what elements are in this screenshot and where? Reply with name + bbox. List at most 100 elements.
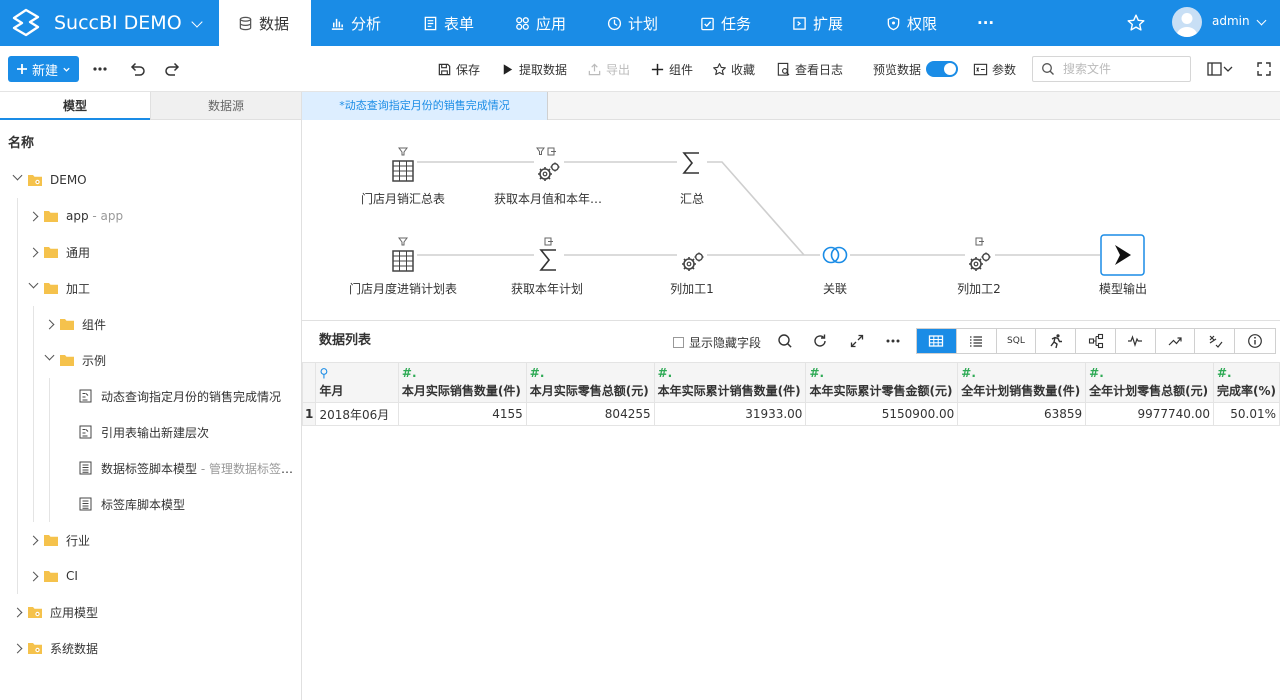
layout-icon[interactable] [1205, 59, 1225, 79]
layout-chevron-down-icon[interactable] [1222, 59, 1234, 79]
tree-item[interactable]: DEMO [0, 162, 301, 198]
gear-icon[interactable] [678, 237, 708, 275]
column-header[interactable]: #.全年计划销售数量(件) [957, 362, 1087, 403]
table-cell[interactable]: 2018年06月 [315, 402, 399, 426]
trend-button[interactable] [1156, 329, 1196, 353]
favorite-button[interactable]: 收藏 [712, 46, 755, 92]
table-cell[interactable]: 4155 [397, 402, 527, 426]
refresh-icon[interactable] [811, 332, 829, 350]
username[interactable]: admin [1212, 14, 1250, 28]
table-icon[interactable] [391, 237, 415, 275]
structure-button[interactable] [1076, 329, 1116, 353]
nav-data[interactable]: 数据 [219, 0, 311, 46]
join-icon[interactable] [821, 244, 849, 266]
search-box[interactable] [1032, 56, 1191, 82]
chevron-right-icon[interactable] [28, 571, 39, 582]
table-cell[interactable]: 31933.00 [653, 402, 807, 426]
column-header[interactable]: #.本月实际零售总额(元) [525, 362, 655, 403]
save-button[interactable]: 保存 [437, 46, 480, 92]
flow-node-label[interactable]: 模型输出 [1098, 282, 1147, 296]
chevron-down-icon[interactable] [12, 170, 23, 181]
profile-button[interactable] [1116, 329, 1156, 353]
tree-item[interactable]: 通用 [0, 234, 301, 270]
chevron-right-icon[interactable] [28, 211, 39, 222]
nav-apps[interactable]: 应用 [515, 0, 566, 46]
export-button[interactable]: 导出 [587, 46, 630, 92]
tree-item[interactable]: CI [0, 558, 301, 594]
preview-data-toggle[interactable] [926, 61, 958, 77]
column-header[interactable]: #.本月实际销售数量(件) [397, 362, 527, 403]
sigma-icon[interactable] [680, 150, 704, 176]
flow-node-label[interactable]: 关联 [822, 282, 847, 296]
tree-item[interactable]: app - app [0, 198, 301, 234]
sigma-icon[interactable] [536, 237, 562, 275]
chevron-down-icon[interactable] [44, 350, 55, 361]
expand-icon[interactable] [848, 332, 866, 350]
column-header[interactable]: #.全年计划零售总额(元) [1085, 362, 1214, 403]
flow-node-label[interactable]: 列加工1 [670, 282, 714, 296]
tree-item[interactable]: 引用表输出新建层次 [0, 414, 301, 450]
avatar[interactable] [1172, 7, 1202, 37]
field-list-button[interactable] [957, 329, 997, 353]
new-button[interactable]: 新建 [8, 56, 79, 82]
chevron-right-icon[interactable] [12, 643, 23, 654]
tree-item[interactable]: 动态查询指定月份的销售完成情况 [0, 378, 301, 414]
table-cell[interactable]: 63859 [957, 402, 1087, 426]
params-button[interactable]: 参数 [973, 46, 1016, 92]
more-icon[interactable] [90, 59, 110, 79]
show-hidden-fields-checkbox[interactable]: 显示隐藏字段 [673, 334, 761, 351]
fullscreen-icon[interactable] [1254, 59, 1274, 79]
column-header[interactable]: #.本年实际累计零售金额(元) [805, 362, 959, 403]
table-icon[interactable] [391, 147, 415, 185]
nav-form[interactable]: 表单 [423, 0, 474, 46]
column-header[interactable]: ⚲年月 [315, 362, 399, 403]
search-input[interactable] [1063, 62, 1183, 76]
app-brand[interactable]: SuccBI DEMO [54, 12, 182, 34]
star-icon[interactable] [1126, 13, 1146, 33]
chevron-right-icon[interactable] [28, 535, 39, 546]
compare-button[interactable] [1195, 329, 1236, 353]
column-header[interactable]: #.本年实际累计销售数量(件) [653, 362, 807, 403]
search-icon[interactable] [776, 332, 794, 350]
output-icon[interactable] [1100, 234, 1145, 276]
gear-icon[interactable] [965, 237, 995, 275]
tree-item[interactable]: 行业 [0, 522, 301, 558]
chevron-right-icon[interactable] [28, 247, 39, 258]
tree-item[interactable]: 应用模型 [0, 594, 301, 630]
column-header[interactable]: #.完成率(%) [1212, 362, 1280, 403]
tree-item[interactable]: 系统数据 [0, 630, 301, 666]
nav-tasks[interactable]: 任务 [700, 0, 751, 46]
redo-icon[interactable] [163, 59, 183, 79]
extract-data-button[interactable]: 提取数据 [500, 46, 567, 92]
document-tab[interactable]: *动态查询指定月份的销售完成情况 [302, 92, 548, 120]
table-cell[interactable]: 5150900.00 [805, 402, 959, 426]
nav-extensions[interactable]: 扩展 [792, 0, 843, 46]
tab-datasource[interactable]: 数据源 [150, 92, 301, 120]
user-chevron-down-icon[interactable] [1256, 15, 1267, 26]
tree-item[interactable]: 加工 [0, 270, 301, 306]
more-icon[interactable] [884, 332, 902, 350]
chevron-right-icon[interactable] [44, 319, 55, 330]
tree-item[interactable]: 组件 [0, 306, 301, 342]
sql-button[interactable]: SQL [997, 329, 1037, 353]
grid-view-button[interactable] [917, 329, 957, 353]
tree-item[interactable]: 示例 [0, 342, 301, 378]
checkbox-box[interactable] [673, 337, 684, 348]
gear-icon[interactable] [534, 147, 564, 185]
flow-node-label[interactable]: 汇总 [679, 192, 704, 206]
table-cell[interactable]: 9977740.00 [1085, 402, 1214, 426]
tree-item[interactable]: 数据标签脚本模型 - 管理数据标签脚本 [0, 450, 301, 486]
brand-chevron-down-icon[interactable] [191, 16, 203, 28]
nav-schedule[interactable]: 计划 [607, 0, 658, 46]
flow-node-label[interactable]: 获取本年计划 [510, 282, 583, 296]
flow-node-label[interactable]: 门店月度进销计划表 [348, 282, 457, 296]
lineage-button[interactable] [1036, 329, 1077, 353]
chevron-down-icon[interactable] [28, 278, 39, 289]
nav-more[interactable]: ··· [977, 0, 994, 46]
tree-item[interactable]: 标签库脚本模型 [0, 486, 301, 522]
component-button[interactable]: 组件 [650, 46, 693, 92]
flow-node-label[interactable]: 列加工2 [957, 282, 1001, 296]
flow-node-label[interactable]: 门店月销汇总表 [360, 192, 445, 206]
succbi-logo-icon[interactable] [10, 8, 42, 38]
